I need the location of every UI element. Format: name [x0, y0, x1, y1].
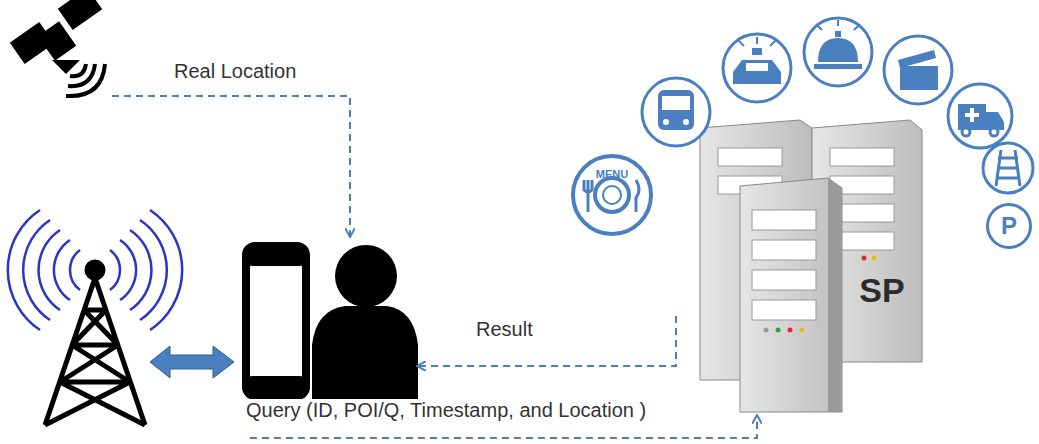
menu-text: MENU: [596, 168, 628, 180]
flow-label: Real Location: [172, 60, 298, 83]
person: [312, 245, 418, 400]
server-label: SP: [859, 271, 904, 310]
flow-label: Query (ID, POI/Q, Timestamp, and Locatio…: [244, 399, 648, 422]
parking-icon: P: [986, 203, 1032, 249]
dashed-arrow: [418, 316, 676, 366]
radio-waves: [8, 210, 182, 330]
cell-tower: [45, 262, 145, 425]
menu-icon: MENU: [571, 154, 653, 236]
satellite: [10, 0, 105, 96]
server-box: SP: [812, 130, 922, 360]
dashed-arrow: [112, 96, 350, 236]
phone: [246, 246, 306, 396]
double-arrow: [150, 346, 234, 378]
parking-text: P: [1001, 214, 1017, 238]
flow-label: Result: [474, 318, 535, 341]
server: [700, 120, 922, 412]
